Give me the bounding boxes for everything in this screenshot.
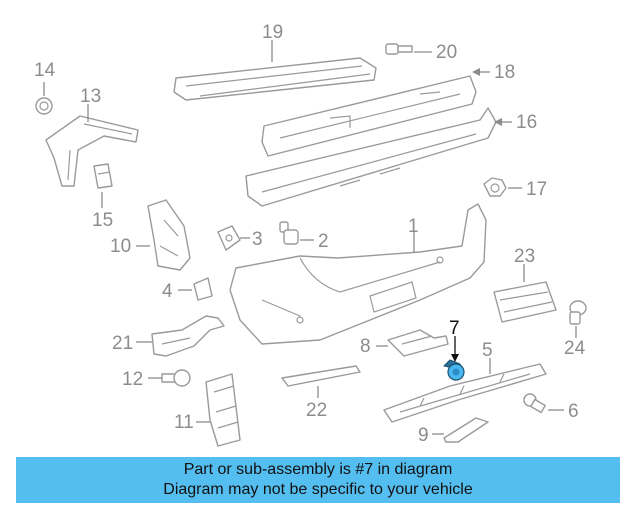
callout-12: 12 bbox=[122, 369, 143, 390]
info-banner: Part or sub-assembly is #7 in diagram Di… bbox=[16, 457, 620, 503]
callout-8: 8 bbox=[360, 336, 371, 357]
callout-24: 24 bbox=[564, 338, 586, 359]
callout-5: 5 bbox=[482, 340, 493, 361]
callout-14: 14 bbox=[34, 60, 56, 81]
part-24-sensor[interactable] bbox=[569, 300, 587, 338]
part-8-bracket[interactable] bbox=[376, 329, 449, 357]
part-5-diffuser[interactable] bbox=[383, 358, 547, 423]
callout-22: 22 bbox=[306, 400, 327, 421]
callout-13: 13 bbox=[80, 86, 101, 107]
part-13-bracket[interactable] bbox=[45, 104, 139, 187]
callout-20: 20 bbox=[436, 42, 457, 63]
part-3-clip[interactable] bbox=[217, 225, 250, 251]
callout-16: 16 bbox=[516, 112, 537, 133]
callout-6: 6 bbox=[568, 401, 579, 422]
part-23-plate-bracket[interactable] bbox=[493, 264, 557, 323]
part-6-bolt[interactable] bbox=[523, 393, 564, 414]
part-17-nut[interactable] bbox=[483, 177, 522, 197]
part-7-grommet-highlighted[interactable] bbox=[443, 336, 465, 381]
callout-1: 1 bbox=[408, 216, 419, 237]
callout-15: 15 bbox=[92, 210, 113, 231]
callout-18: 18 bbox=[494, 62, 515, 83]
part-1-bumper-cover[interactable] bbox=[229, 203, 487, 345]
part-9-trim[interactable] bbox=[432, 417, 489, 443]
part-20-bolt[interactable] bbox=[385, 43, 432, 55]
part-11-bracket[interactable] bbox=[196, 373, 241, 447]
part-19-reinforcement-bar[interactable] bbox=[173, 40, 377, 101]
part-21-bracket[interactable] bbox=[136, 315, 225, 357]
part-15-clip[interactable] bbox=[93, 163, 113, 208]
banner-line-disclaimer: Diagram may not be specific to your vehi… bbox=[163, 481, 473, 498]
part-10-mudflap[interactable] bbox=[136, 199, 191, 271]
callout-21: 21 bbox=[112, 333, 133, 354]
callout-19: 19 bbox=[262, 22, 283, 43]
callout-7: 7 bbox=[449, 318, 460, 339]
banner-line-part: Part or sub-assembly is #7 in diagram bbox=[183, 461, 453, 478]
callout-10: 10 bbox=[110, 236, 131, 257]
callout-17: 17 bbox=[526, 179, 547, 200]
callout-23: 23 bbox=[514, 246, 535, 267]
callout-2: 2 bbox=[318, 231, 329, 252]
callout-9: 9 bbox=[418, 425, 429, 446]
callout-3: 3 bbox=[252, 229, 263, 250]
part-22-trim[interactable] bbox=[281, 365, 361, 398]
parts-diagram: 19 20 14 13 18 16 15 bbox=[34, 22, 587, 447]
part-4-clip[interactable] bbox=[178, 277, 213, 301]
part-16-support[interactable] bbox=[245, 107, 512, 207]
part-18-absorber[interactable] bbox=[261, 68, 490, 157]
part-12-bolt[interactable] bbox=[148, 369, 191, 387]
part-2-screw[interactable] bbox=[279, 221, 314, 245]
callout-4: 4 bbox=[162, 281, 173, 302]
callout-11: 11 bbox=[174, 412, 194, 433]
part-14-clip[interactable] bbox=[35, 82, 53, 115]
